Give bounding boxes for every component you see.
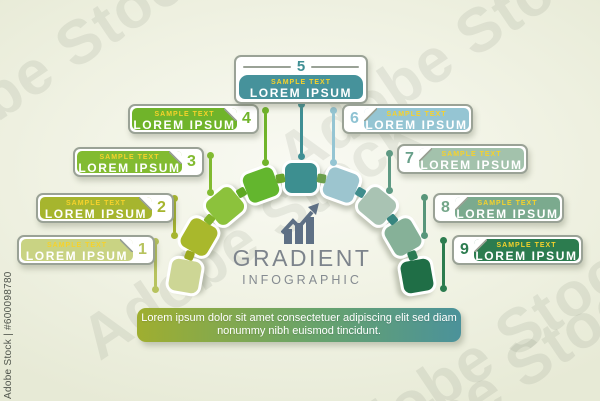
label-body: SAMPLE TEXT LOREM IPSUM (132, 108, 237, 130)
label-card-5: 5 SAMPLE TEXT LOREM IPSUM (234, 55, 368, 104)
connector-line-1 (152, 238, 159, 293)
label-sample-text: SAMPLE TEXT (477, 200, 538, 207)
label-body: SAMPLE TEXT LOREM IPSUM (77, 151, 182, 173)
label-sample-text: SAMPLE TEXT (386, 111, 447, 118)
step-number: 4 (242, 110, 251, 127)
label-sample-text: SAMPLE TEXT (496, 242, 557, 249)
step-number: 2 (157, 199, 166, 216)
label-title: LOREM IPSUM (365, 118, 468, 131)
label-body: SAMPLE TEXT LOREM IPSUM (40, 197, 152, 219)
step-number: 5 (296, 58, 306, 75)
connector-line-7 (386, 150, 393, 194)
label-sample-text: SAMPLE TEXT (441, 151, 502, 158)
label-title: LOREM IPSUM (475, 249, 578, 262)
label-title: LOREM IPSUM (133, 118, 236, 131)
description-banner: Lorem ipsum dolor sit amet consectetuer … (137, 308, 461, 342)
label-title: LOREM IPSUM (78, 161, 181, 174)
connector-line-6 (330, 107, 337, 166)
label-sample-text: SAMPLE TEXT (65, 200, 126, 207)
label-card-1: SAMPLE TEXT LOREM IPSUM 1 (17, 235, 155, 265)
step-number: 6 (350, 110, 359, 127)
infographic-subtitle: INFOGRAPHIC (242, 273, 362, 287)
step-number: 9 (460, 241, 469, 258)
connector-line-9 (440, 237, 447, 292)
label-title: LOREM IPSUM (456, 207, 559, 220)
step-number: 3 (187, 153, 196, 170)
label-body: SAMPLE TEXT LOREM IPSUM (239, 75, 363, 99)
label-body: SAMPLE TEXT LOREM IPSUM (21, 239, 133, 261)
arch-segment-9 (395, 254, 439, 298)
divider-line (311, 65, 359, 68)
label-title: LOREM IPSUM (44, 207, 148, 220)
arch-segment-1 (163, 254, 207, 298)
label-card-7: SAMPLE TEXT LOREM IPSUM 7 (397, 144, 528, 174)
label-sample-text: SAMPLE TEXT (154, 111, 215, 118)
label-card-4: SAMPLE TEXT LOREM IPSUM 4 (128, 104, 259, 134)
label-body: SAMPLE TEXT LOREM IPSUM (364, 108, 469, 130)
step-number: 7 (405, 150, 414, 167)
label-card-9: SAMPLE TEXT LOREM IPSUM 9 (452, 235, 583, 265)
divider-line (243, 65, 291, 68)
description-line-2: nonummy nibh euismod tincidunt. (217, 325, 381, 337)
connector-line-5 (298, 101, 305, 160)
growth-chart-icon (281, 203, 319, 244)
label-title: LOREM IPSUM (420, 158, 523, 171)
label-card-2: SAMPLE TEXT LOREM IPSUM 2 (36, 193, 174, 223)
center-logo: GRADIENT INFOGRAPHIC (202, 246, 402, 287)
connector-line-2 (171, 195, 178, 239)
label-card-6: SAMPLE TEXT LOREM IPSUM 6 (342, 104, 473, 134)
label-card-8: SAMPLE TEXT LOREM IPSUM 8 (433, 193, 564, 223)
arch-segment-5 (282, 160, 320, 196)
stock-id-watermark: Adobe Stock | #600098780 (3, 271, 14, 399)
label-card-3: SAMPLE TEXT LOREM IPSUM 3 (73, 147, 204, 177)
infographic-title: GRADIENT (232, 245, 372, 271)
label-body: SAMPLE TEXT LOREM IPSUM (455, 197, 560, 219)
connector-line-4 (262, 107, 269, 166)
label-sample-text: SAMPLE TEXT (270, 79, 331, 86)
connector-line-8 (421, 194, 428, 239)
connector-line-3 (207, 152, 214, 196)
label-title: LOREM IPSUM (249, 86, 353, 100)
segment-connector-5 (316, 173, 327, 184)
step-number: 8 (441, 199, 450, 216)
description-line-1: Lorem ipsum dolor sit amet consectetuer … (141, 312, 457, 324)
label-body: SAMPLE TEXT LOREM IPSUM (474, 239, 579, 261)
label-body: SAMPLE TEXT LOREM IPSUM (419, 148, 524, 170)
label-sample-text: SAMPLE TEXT (46, 242, 107, 249)
label-title: LOREM IPSUM (25, 249, 129, 262)
segment-connector-4 (275, 173, 286, 184)
step-number: 1 (138, 241, 147, 258)
step-number-row: 5 (239, 58, 363, 75)
label-sample-text: SAMPLE TEXT (99, 154, 160, 161)
